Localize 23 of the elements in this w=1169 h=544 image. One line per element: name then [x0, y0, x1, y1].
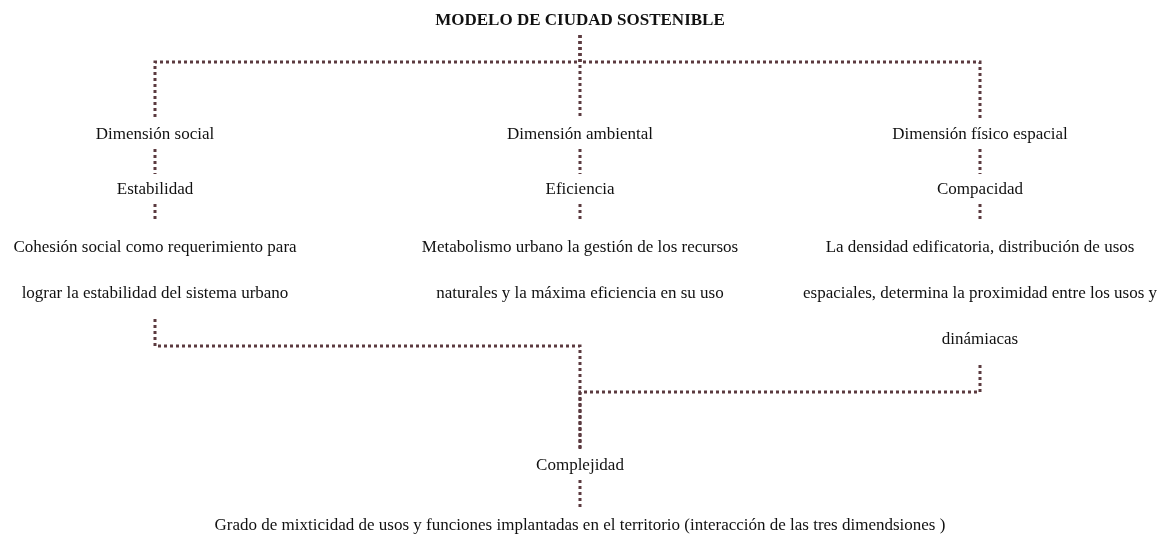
dotted-connector	[153, 319, 582, 450]
dotted-connector	[578, 35, 582, 119]
concept-text: Dimensión social	[95, 122, 215, 146]
dotted-connector	[578, 149, 582, 174]
dotted-connector	[578, 365, 982, 450]
dotted-connector	[578, 204, 582, 221]
concept-text: La densidad edificatoria, distribución de usos espaciales, determina la proximidad entre los usos y dinámiacas	[787, 224, 1169, 362]
dotted-connector	[153, 204, 157, 221]
dotted-connector	[978, 149, 982, 174]
concept-text: Compacidad	[937, 177, 1023, 201]
concept-text: Eficiencia	[545, 177, 615, 201]
concept-text: Complejidad	[536, 453, 624, 477]
concept-text: Cohesión social como requerimiento para lograr la estabilidad del sistema urbano	[5, 224, 305, 316]
dotted-connector	[153, 149, 157, 174]
concept-text: Metabolismo urbano la gestión de los recursos naturales y la máxima eficiencia en su uso	[410, 224, 750, 316]
concept-text: Estabilidad	[116, 177, 194, 201]
dotted-connector	[578, 480, 582, 510]
diagram-title: MODELO DE CIUDAD SOSTENIBLE	[435, 8, 725, 32]
concept-text: Dimensión ambiental	[507, 122, 653, 146]
concept-text: Dimensión físico espacial	[892, 122, 1068, 146]
dotted-connector	[978, 204, 982, 221]
dotted-connector	[578, 35, 982, 119]
concept-text: Grado de mixticidad de usos y funciones implantadas en el territorio (interacción de las tres dimendsiones )	[214, 513, 946, 537]
